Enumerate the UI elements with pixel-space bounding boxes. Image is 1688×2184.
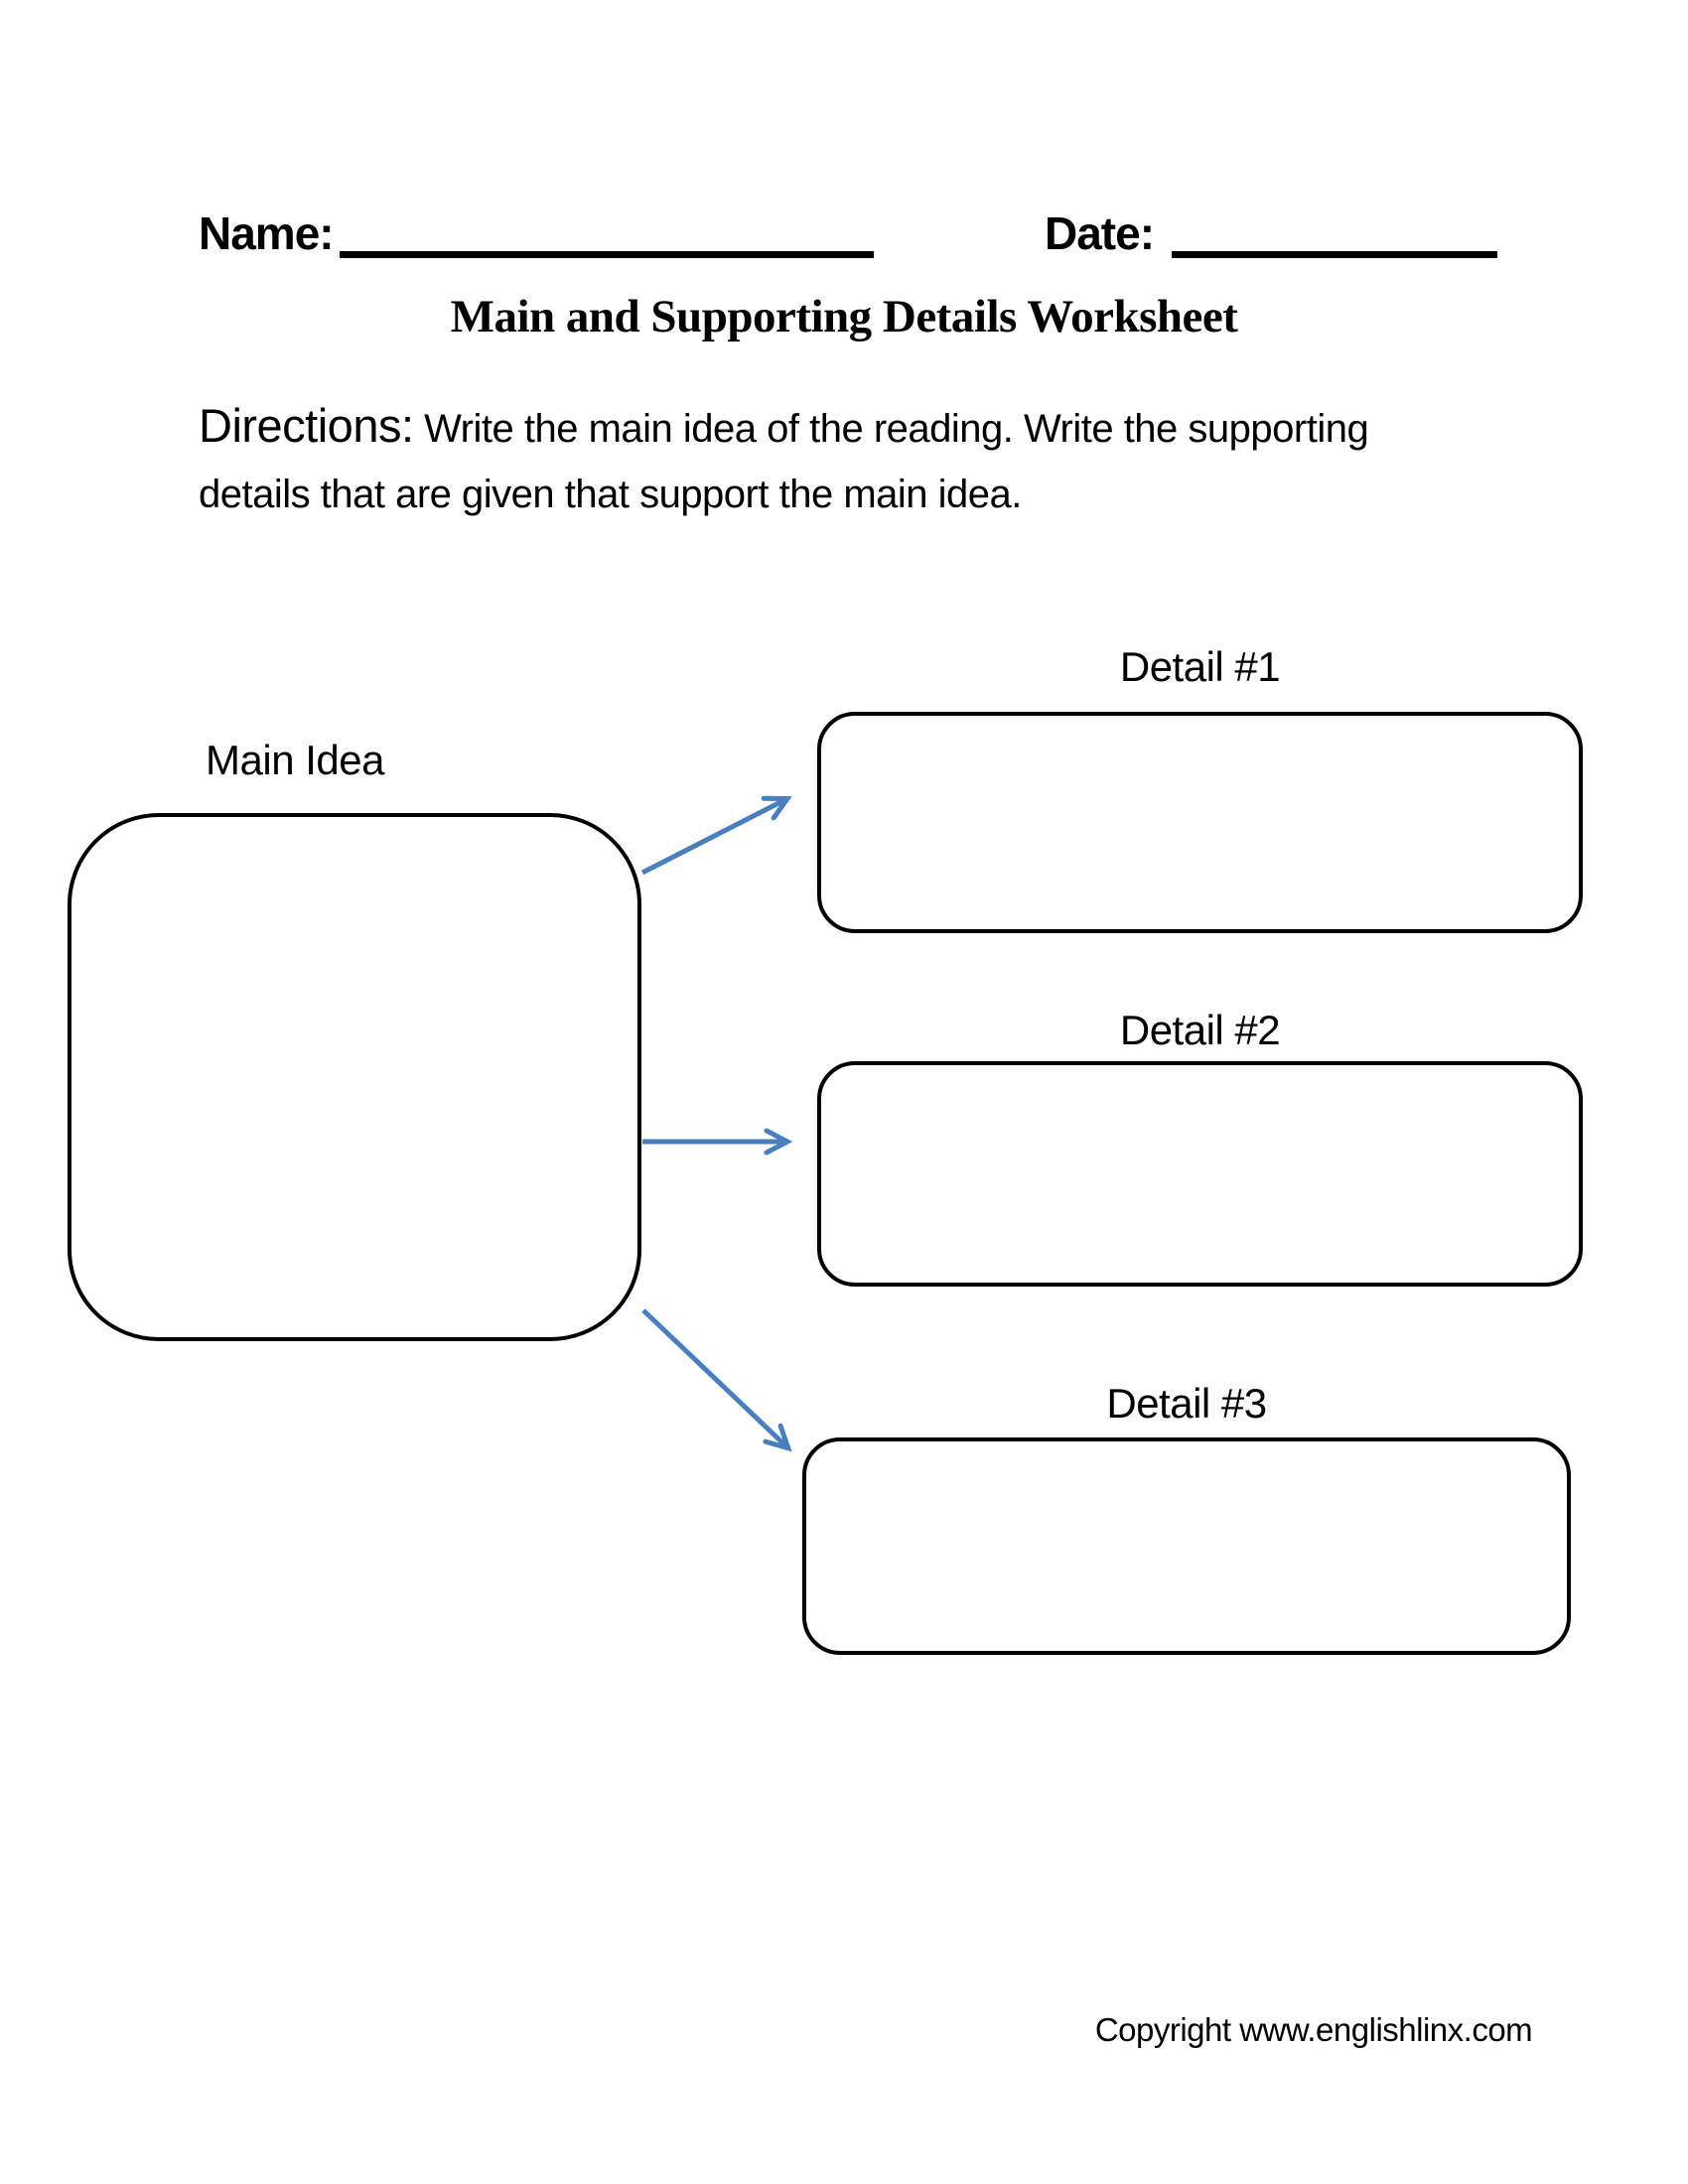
name-blank[interactable] <box>340 251 874 258</box>
directions-label: Directions: <box>199 399 414 452</box>
detail-3-label: Detail #3 <box>1106 1380 1267 1427</box>
detail-1-label: Detail #1 <box>1119 643 1281 690</box>
arrow-to-detail-1 <box>640 795 792 876</box>
main-idea-label: Main Idea <box>206 737 384 783</box>
copyright-text: Copyright www.englishlinx.com <box>1094 2011 1533 2048</box>
directions-line-1: Write the main idea of the reading. Writ… <box>424 407 1369 451</box>
directions-text: Directions: Write the main idea of the r… <box>199 393 1519 527</box>
main-idea-box[interactable] <box>68 813 641 1341</box>
date-label: Date: <box>1045 207 1155 259</box>
name-label: Name: <box>199 207 335 259</box>
detail-3-box[interactable] <box>802 1437 1571 1655</box>
detail-2-label: Detail #2 <box>1119 1007 1281 1053</box>
arrow-to-detail-3 <box>641 1308 792 1452</box>
detail-1-box[interactable] <box>817 712 1583 933</box>
detail-2-box[interactable] <box>817 1061 1583 1287</box>
page-title: Main and Supporting Details Worksheet <box>450 291 1238 342</box>
date-blank[interactable] <box>1172 251 1497 258</box>
directions-line-2: details that are given that support the … <box>199 473 1022 516</box>
